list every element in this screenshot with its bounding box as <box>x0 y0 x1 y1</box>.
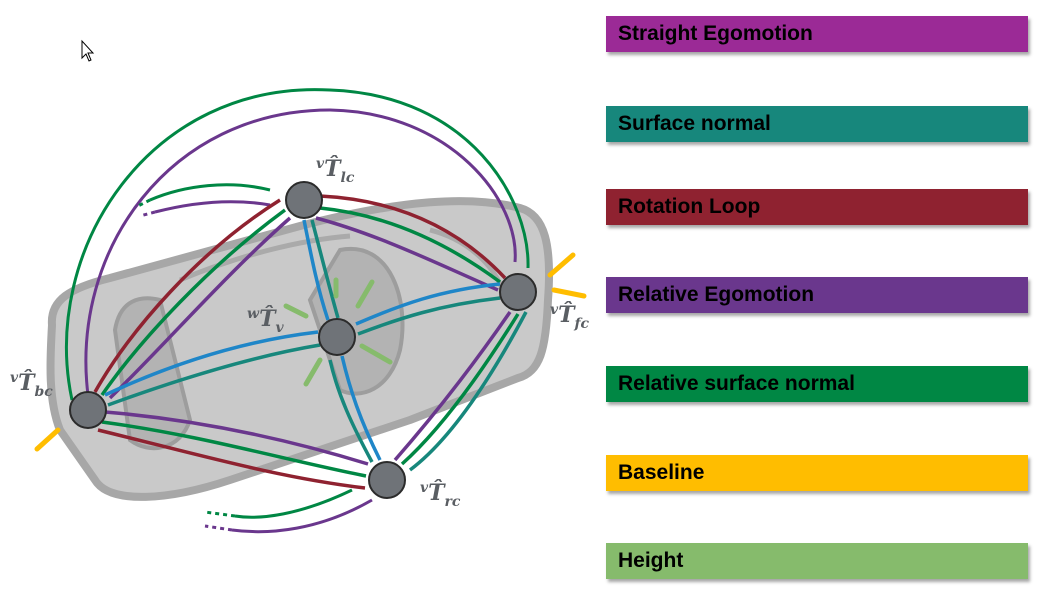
baseline-marks <box>34 252 587 452</box>
legend-item-relative-surface-normal: Relative surface normal <box>606 366 1028 402</box>
arc-bc-fc-purple <box>84 108 517 396</box>
height-marks <box>283 277 393 387</box>
legend-item-straight-egomotion: Straight Egomotion <box>606 16 1028 52</box>
outer-arcs <box>65 88 530 534</box>
arc-bc-fc-green <box>65 88 530 401</box>
node-label-bc: vT̂bc <box>10 370 53 400</box>
dotted-ends <box>137 198 236 532</box>
node-bc <box>69 391 107 429</box>
graph-edges <box>93 194 528 490</box>
legend-item-surface-normal: Surface normal <box>606 106 1028 142</box>
car-side-line <box>179 233 351 283</box>
legend-label: Baseline <box>618 461 705 484</box>
mouse-cursor-icon <box>81 39 95 62</box>
graph-nodes <box>69 181 537 499</box>
arc-rc-out-purple <box>231 498 373 534</box>
node-label-fc: vT̂fc <box>550 302 590 332</box>
node-label-lc: vT̂lc <box>316 156 355 186</box>
legend-item-rotation-loop: Rotation Loop <box>606 189 1028 225</box>
arc-rc-out-green <box>234 488 353 519</box>
node-label-v: wT̂v <box>247 306 284 336</box>
node-v <box>318 318 356 356</box>
legend-item-relative-egomotion: Relative Egomotion <box>606 277 1028 313</box>
legend-label: Rotation Loop <box>618 195 761 218</box>
node-label-rc: vT̂rc <box>420 480 461 510</box>
legend-label: Surface normal <box>618 112 771 135</box>
arc-lc-out-green <box>149 183 271 202</box>
legend-label: Straight Egomotion <box>618 22 813 45</box>
legend-label: Relative Egomotion <box>618 283 815 306</box>
arc-lc-out-purple <box>154 200 271 214</box>
legend-item-height: Height <box>606 543 1028 579</box>
calibration-graph-diagram: vT̂lc vT̂fc wT̂v vT̂bc vT̂rc <box>10 39 590 534</box>
legend-label: Height <box>618 549 684 572</box>
legend-label: Relative surface normal <box>618 372 855 395</box>
node-fc <box>499 273 537 311</box>
legend-item-baseline: Baseline <box>606 455 1028 491</box>
node-rc <box>368 461 406 499</box>
node-lc <box>285 181 323 219</box>
